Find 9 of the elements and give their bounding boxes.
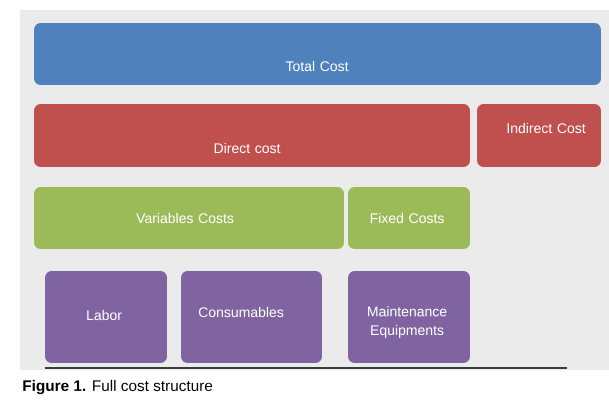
- cost-box: Indirect Cost: [477, 104, 601, 167]
- cost-box: Direct cost: [34, 104, 470, 167]
- cost-box: Maintenance Equipments: [348, 271, 470, 363]
- cost-box: Variables Costs: [34, 187, 344, 249]
- cost-box: Labor: [45, 271, 167, 363]
- cost-box: Consumables: [181, 271, 322, 363]
- cost-box: Fixed Costs: [348, 187, 470, 249]
- caption: Figure 1. Full cost structure: [23, 380, 212, 394]
- cost-box: Total Cost: [34, 23, 601, 85]
